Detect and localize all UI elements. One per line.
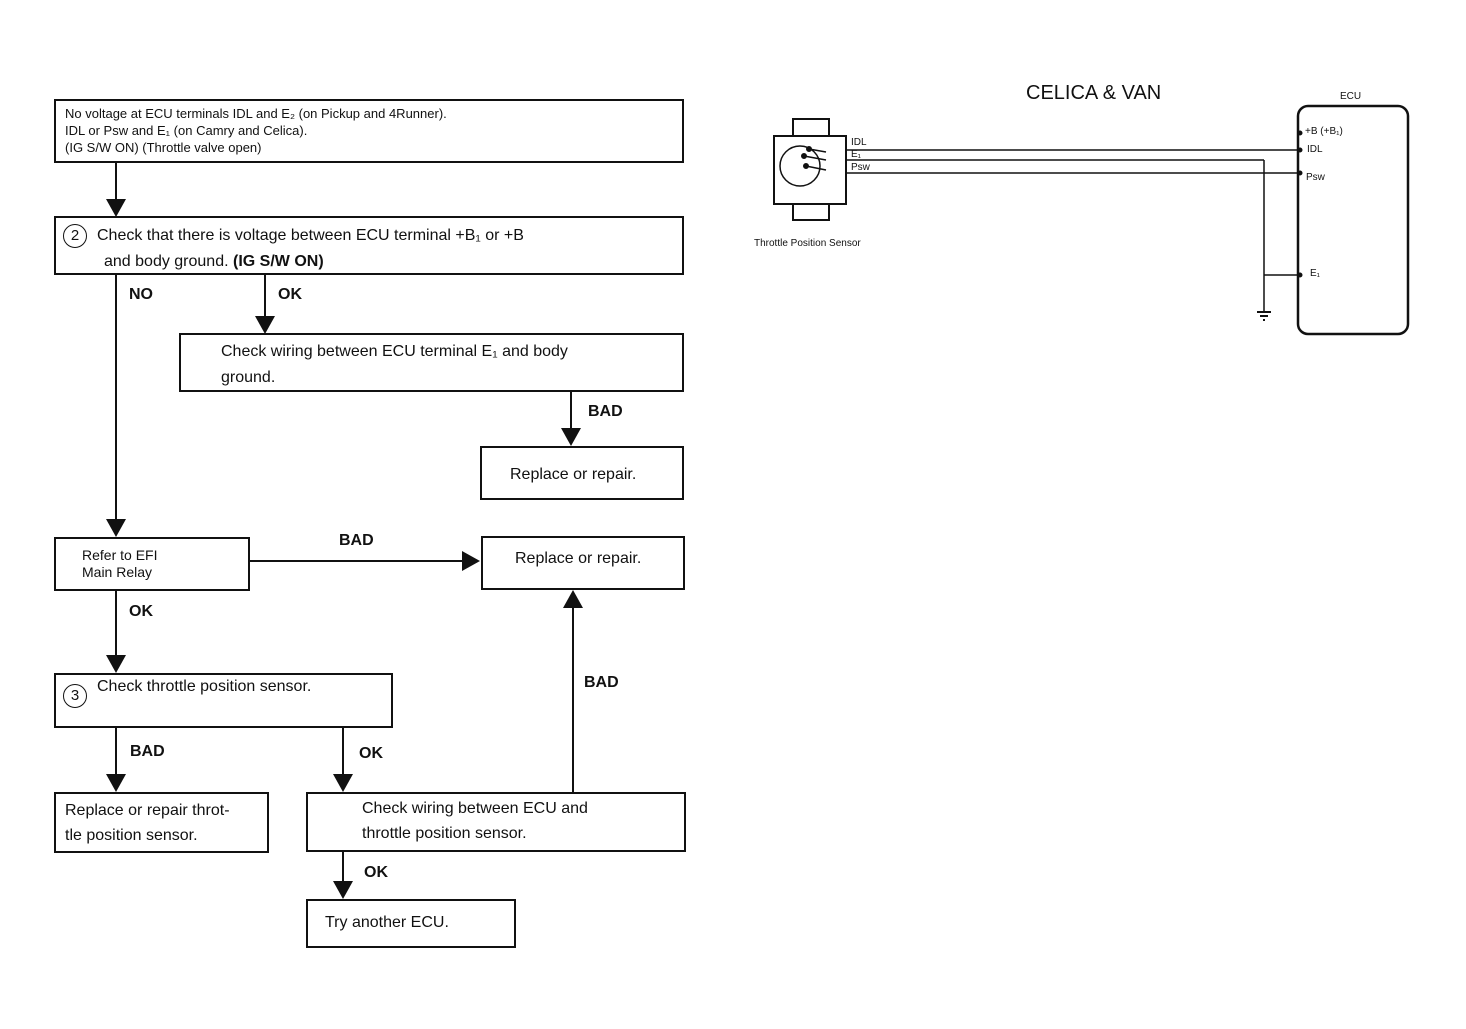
step-number-3: 3 — [63, 684, 87, 708]
start-line-3: (IG S/W ON) (Throttle valve open) — [65, 140, 262, 155]
sensor-tab-top — [792, 118, 830, 138]
step3-box: 3 Check throttle position sensor. — [54, 673, 393, 728]
label-ok-wiring-sensor: OK — [364, 864, 388, 881]
label-bad-wiring-sensor: BAD — [584, 674, 619, 691]
sensor-rotor — [779, 145, 821, 187]
ecu-pin-e1: E₁ — [1310, 268, 1321, 279]
try-ecu-text: Try another ECU. — [325, 914, 449, 931]
start-line-1: No voltage at ECU terminals IDL and E₂ (… — [65, 106, 447, 121]
replace-or-repair-box-2: Replace or repair. — [481, 536, 685, 590]
replace-sensor-line-2: tle position sensor. — [65, 827, 198, 844]
start-condition-box: No voltage at ECU terminals IDL and E₂ (… — [54, 99, 684, 163]
wiring-e1-line-1: Check wiring between ECU terminal E₁ and… — [221, 343, 568, 360]
sensor-pin-idl: IDL — [851, 137, 867, 148]
throttle-position-sensor-body — [773, 135, 847, 205]
sensor-pin-psw: Psw — [851, 162, 870, 173]
label-bad-wiring-e1: BAD — [588, 403, 623, 420]
ecu-pin-b: +B (+B₁) — [1305, 126, 1343, 137]
check-wiring-e1-box: Check wiring between ECU terminal E₁ and… — [179, 333, 684, 392]
wiring-sensor-line-2: throttle position sensor. — [362, 825, 527, 842]
ecu-box — [1296, 104, 1410, 336]
try-another-ecu-box: Try another ECU. — [306, 899, 516, 948]
efi-main-relay-box: Refer to EFI Main Relay — [54, 537, 250, 591]
replace-sensor-line-1: Replace or repair throt- — [65, 802, 230, 819]
label-ok-step2: OK — [278, 286, 302, 303]
step2-line-2: and body ground. — [104, 253, 233, 270]
check-wiring-sensor-box: Check wiring between ECU and throttle po… — [306, 792, 686, 852]
replace-1-text: Replace or repair. — [510, 466, 637, 483]
start-line-2: IDL or Psw and E₁ (on Camry and Celica). — [65, 123, 308, 138]
step2-ig-sw-on: (IG S/W ON) — [233, 253, 324, 270]
sensor-pin-e1: E₁ — [851, 149, 862, 160]
replace-2-text: Replace or repair. — [515, 550, 642, 567]
wiring-sensor-line-1: Check wiring between ECU and — [362, 800, 588, 817]
wiring-diagram — [773, 104, 1410, 336]
step-number-2: 2 — [63, 223, 87, 248]
replace-or-repair-box-1: Replace or repair. — [480, 446, 684, 500]
label-bad-efi: BAD — [339, 532, 374, 549]
ecu-label: ECU — [1340, 91, 1362, 102]
efi-line-1: Refer to EFI — [82, 547, 158, 563]
diagram-title: CELICA & VAN — [1026, 82, 1162, 104]
efi-line-2: Main Relay — [82, 564, 153, 580]
replace-sensor-box: Replace or repair throt- tle position se… — [54, 792, 269, 853]
step2-box: 2 Check that there is voltage between ECU… — [54, 216, 684, 275]
ecu-pin-idl: IDL — [1307, 144, 1323, 155]
step3-text: Check throttle position sensor. — [97, 678, 312, 696]
wiring-e1-line-2: ground. — [221, 369, 276, 386]
label-ok-efi: OK — [129, 603, 153, 620]
sensor-caption: Throttle Position Sensor — [754, 238, 861, 249]
label-ok-step3: OK — [359, 745, 383, 762]
ecu-pin-psw: Psw — [1306, 172, 1325, 183]
label-no: NO — [129, 286, 153, 303]
label-bad-step3: BAD — [130, 743, 165, 760]
step2-line-1: Check that there is voltage between ECU … — [97, 227, 524, 244]
